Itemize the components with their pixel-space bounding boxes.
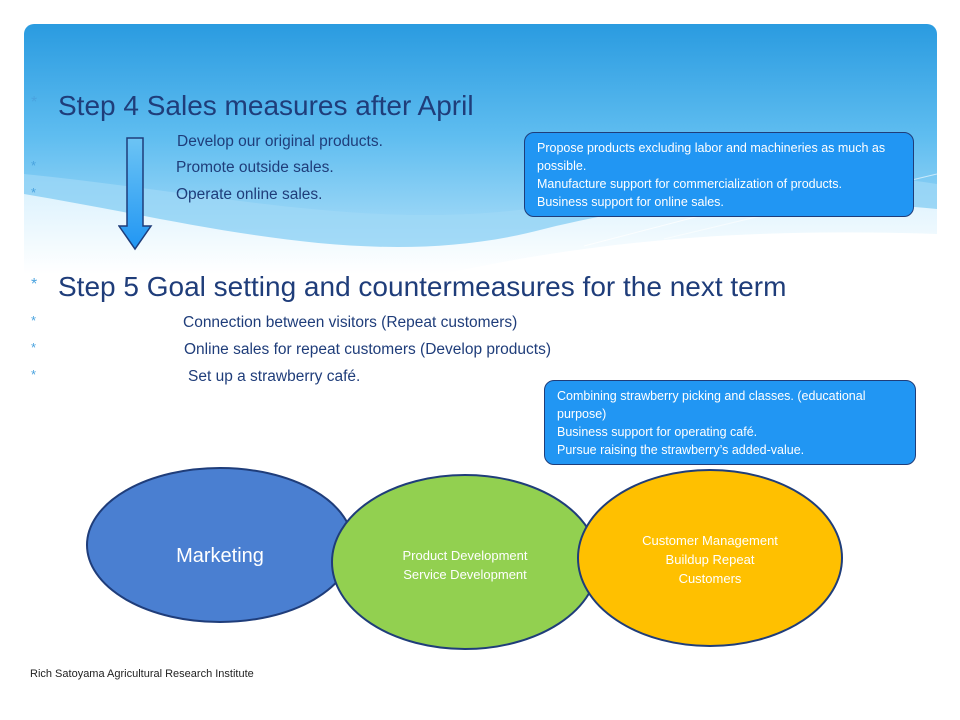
- step4-bullet: *: [31, 94, 38, 111]
- customer-management-label: Customer Management Buildup Repeat Custo…: [610, 531, 810, 588]
- step5-item-3: Set up a strawberry café.: [188, 368, 361, 385]
- step5-callout: Combining strawberry picking and classes…: [544, 380, 916, 465]
- callout-line: Business support for operating café.: [557, 425, 758, 439]
- step5-bullet: *: [31, 276, 38, 293]
- callout-line: Combining strawberry picking and classes…: [557, 389, 866, 421]
- circle-line: Service Development: [403, 567, 527, 582]
- circle-line: Customers: [678, 571, 742, 586]
- circle-line: Product Development: [402, 548, 528, 563]
- callout-line: Pursue raising the strawberry’s added-va…: [557, 443, 805, 457]
- step5-item-bullet: *: [31, 313, 37, 328]
- down-arrow-icon: [118, 137, 153, 251]
- step4-item-2: Promote outside sales.: [176, 159, 334, 176]
- step5-item-bullet: *: [31, 340, 37, 355]
- circle-line: Customer Management: [642, 533, 778, 548]
- footer-text: Rich Satoyama Agricultural Research Inst…: [30, 668, 254, 680]
- step4-callout: Propose products excluding labor and mac…: [524, 132, 914, 217]
- step5-item-2: Online sales for repeat customers (Devel…: [184, 341, 551, 358]
- step5-title: Step 5 Goal setting and countermeasures …: [58, 271, 787, 302]
- step4-item-1: Develop our original products.: [177, 133, 383, 150]
- circle-line: Buildup Repeat: [665, 552, 755, 567]
- step4-title: Step 4 Sales measures after April: [58, 90, 474, 121]
- marketing-label: Marketing: [176, 545, 264, 567]
- product-development-label: Product Development Service Development: [365, 546, 565, 584]
- callout-line: Business support for online sales.: [537, 195, 724, 209]
- step5-item-1: Connection between visitors (Repeat cust…: [183, 314, 518, 331]
- step4-item-bullet: *: [31, 185, 37, 200]
- callout-line: Manufacture support for commercializatio…: [537, 177, 842, 191]
- step4-item-bullet: *: [31, 158, 37, 173]
- step5-item-bullet: *: [31, 367, 37, 382]
- callout-line: Propose products excluding labor and mac…: [537, 141, 886, 173]
- circle-customer-management: [577, 469, 843, 647]
- step4-item-3: Operate online sales.: [176, 186, 323, 203]
